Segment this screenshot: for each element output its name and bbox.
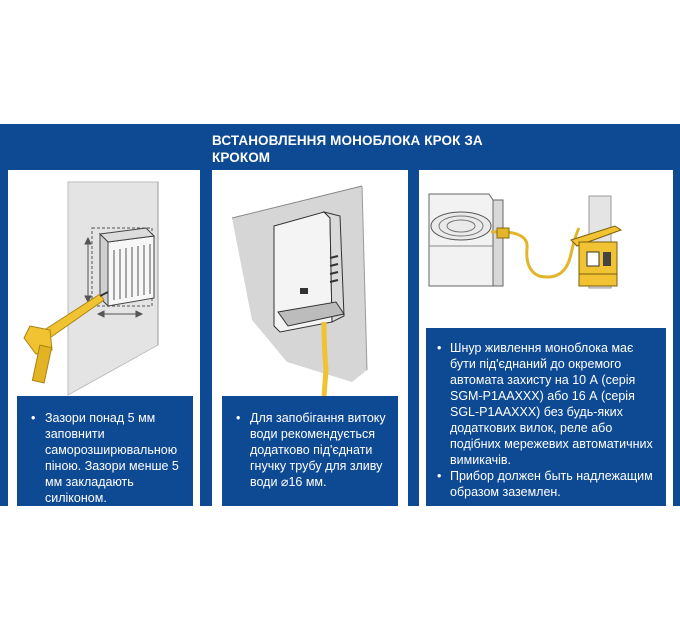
step-2-bullet-1: Для запобігання витоку води рекомендуєть…	[232, 410, 388, 490]
step-1-text-box: Зазори понад 5 мм заповнити саморозширюв…	[17, 396, 193, 506]
wall-opening-foam-gun-icon	[23, 181, 159, 396]
step-card-1: Зазори понад 5 мм заповнити саморозширюв…	[8, 170, 200, 506]
step-3-bullet-1: Шнур живлення моноблока має бути під'єдн…	[434, 340, 658, 468]
step-card-3: Шнур живлення моноблока має бути під'єдн…	[419, 170, 673, 506]
step-2-text-box: Для запобігання витоку води рекомендуєть…	[222, 396, 398, 506]
step-1-bullet-1: Зазори понад 5 мм заповнити саморозширюв…	[27, 410, 183, 506]
page-title: ВСТАНОВЛЕННЯ МОНОБЛОКА КРОК ЗА КРОКОМ	[212, 133, 483, 165]
wall-mounted-unit-drain-pipe-icon	[231, 185, 368, 396]
step-3-bullet-2: Прибор должен быть надлежащим образом за…	[434, 468, 658, 500]
step-card-2: Для запобігання витоку води рекомендуєть…	[212, 170, 408, 506]
step-3-text-box: Шнур живлення моноблока має бути під'єдн…	[426, 328, 666, 506]
unit-cable-switchboard-icon	[428, 193, 623, 289]
